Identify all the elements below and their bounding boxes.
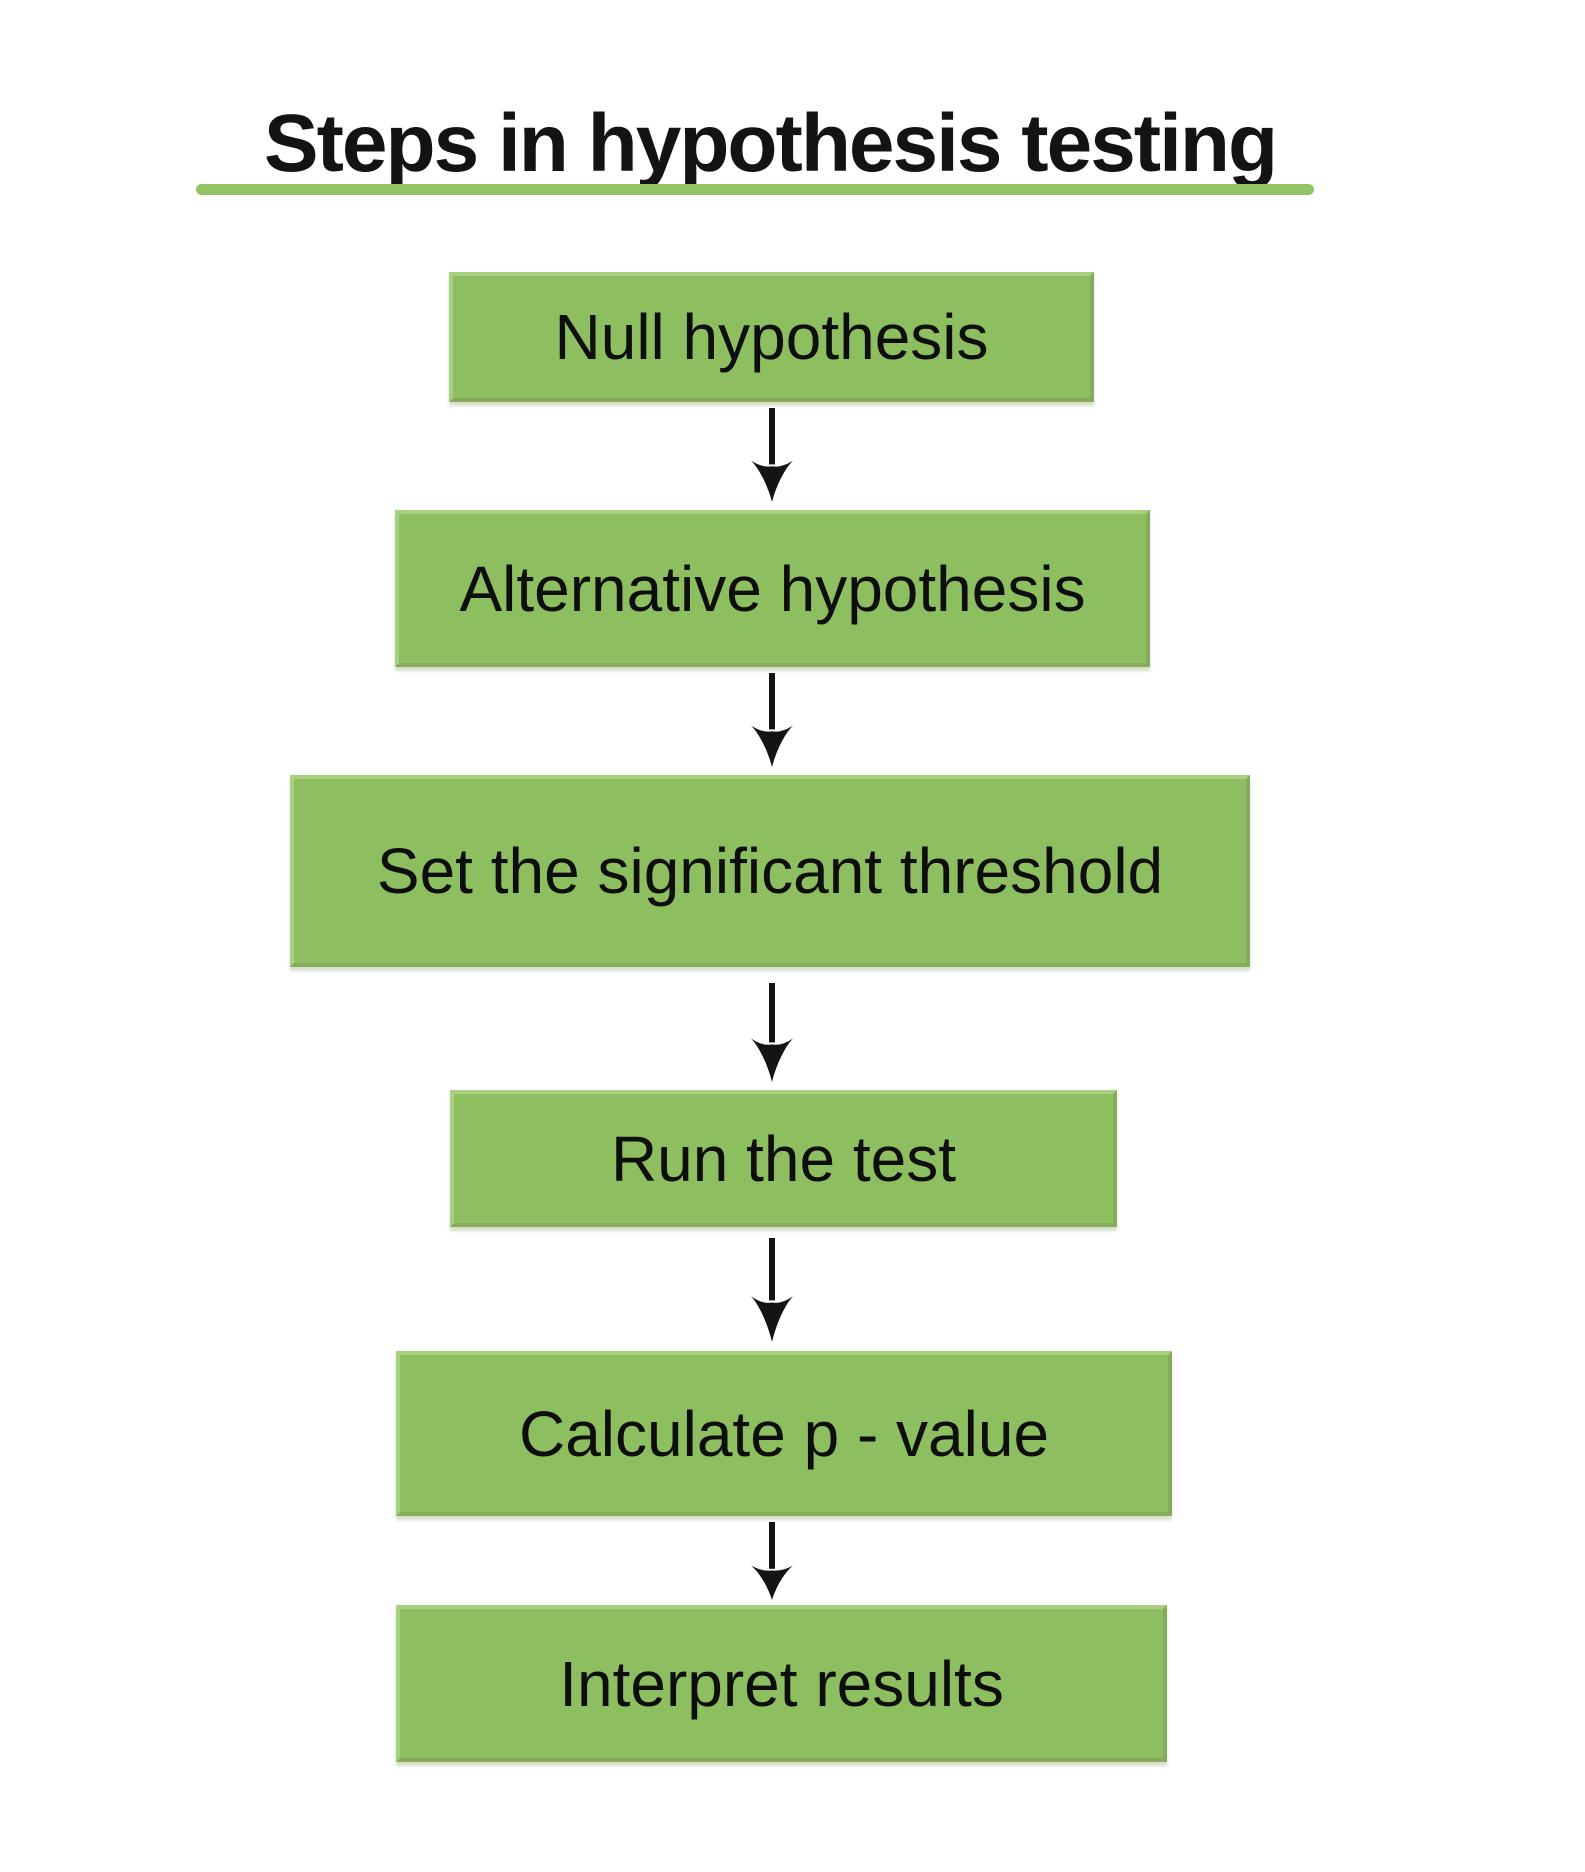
step-box-run-test: Run the test	[450, 1090, 1117, 1227]
step-label-run-test: Run the test	[610, 1122, 957, 1195]
down-arrow-icon	[744, 1522, 800, 1600]
step-label-calculate-p-value: Calculate p - value	[518, 1397, 1050, 1470]
step-label-set-threshold: Set the significant threshold	[376, 835, 1164, 907]
down-arrow-icon	[744, 983, 800, 1082]
down-arrow-icon	[744, 673, 800, 767]
step-box-set-threshold: Set the significant threshold	[290, 775, 1250, 967]
down-arrow-icon	[744, 408, 800, 502]
step-label-interpret-results: Interpret results	[559, 1647, 1004, 1720]
step-box-interpret-results: Interpret results	[396, 1605, 1167, 1762]
step-box-calculate-p-value: Calculate p - value	[396, 1351, 1172, 1516]
title-underline	[196, 184, 1314, 195]
step-label-alternative-hypothesis: Alternative hypothesis	[459, 552, 1086, 625]
page-title: Steps in hypothesis testing	[263, 98, 1278, 189]
step-label-null-hypothesis: Null hypothesis	[554, 301, 989, 373]
step-box-null-hypothesis: Null hypothesis	[449, 272, 1094, 402]
step-box-alternative-hypothesis: Alternative hypothesis	[395, 510, 1150, 667]
down-arrow-icon	[744, 1238, 800, 1342]
